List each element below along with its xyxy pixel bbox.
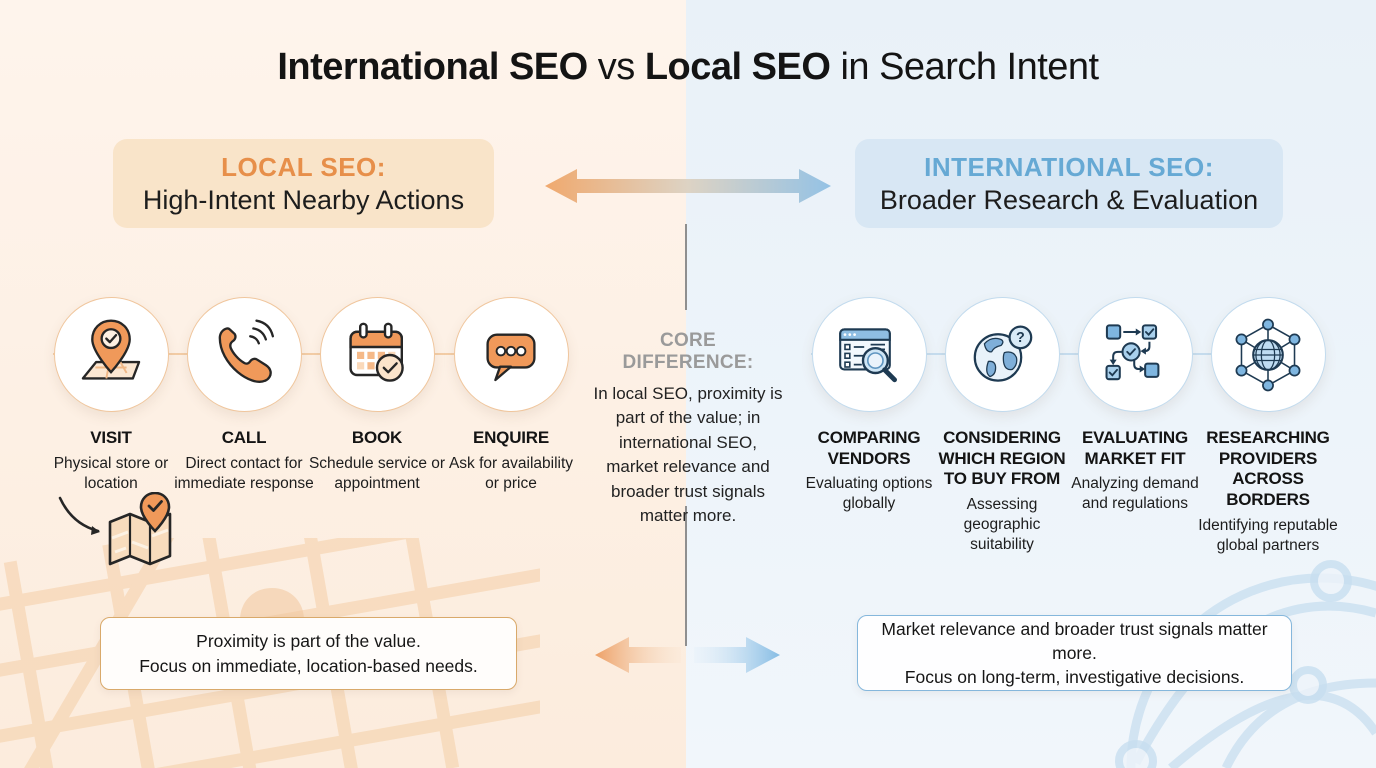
map-pin-icon bbox=[81, 319, 141, 380]
phone-icon bbox=[218, 319, 275, 383]
book-label: BOOK bbox=[351, 428, 403, 447]
chat-bubble-icon bbox=[486, 333, 536, 381]
bidirectional-arrow-icon bbox=[545, 169, 831, 203]
book-description: Schedule service or appointment bbox=[308, 454, 446, 492]
enquire-description: Ask for availability or price bbox=[448, 454, 574, 492]
local-connector-line bbox=[53, 353, 568, 355]
comparing-vendors-circle bbox=[811, 297, 927, 412]
flowchart-icon bbox=[1105, 323, 1160, 380]
comparing-vendors-label: COMPARING VENDORS bbox=[817, 428, 921, 468]
local-summary-line2: Focus on immediate, location-based needs… bbox=[139, 655, 478, 676]
center-divider-bottom bbox=[685, 506, 687, 646]
local-item-enquire: ENQUIRE Ask for availability or price bbox=[441, 297, 581, 493]
enquire-label: ENQUIRE bbox=[472, 428, 550, 447]
international-summary-line1: Market relevance and broader trust signa… bbox=[881, 618, 1268, 663]
globe-question-icon: ? bbox=[973, 324, 1033, 382]
considering-region-label: CONSIDERING WHICH REGION TO BUY FROM bbox=[938, 428, 1066, 489]
title-local-seo: Local SEO bbox=[644, 46, 831, 88]
calendar-check-icon bbox=[349, 322, 404, 382]
local-item-visit: VISIT Physical store or location bbox=[41, 297, 181, 493]
visit-circle bbox=[53, 297, 169, 412]
right-arrow-icon bbox=[694, 637, 780, 673]
international-summary-note: Market relevance and broader trust signa… bbox=[857, 615, 1292, 691]
page-title: International SEO vs Local SEO in Search… bbox=[0, 46, 1376, 89]
international-summary-line2: Focus on long-term, investigative decisi… bbox=[904, 667, 1245, 688]
comparing-vendors-description: Evaluating options globally bbox=[805, 475, 933, 513]
intl-item-researching-providers: RESEARCHING PROVIDERS ACROSS BORDERS Ide… bbox=[1198, 297, 1338, 556]
intl-item-considering-region: ? CONSIDERING WHICH REGION TO BUY FROM A… bbox=[932, 297, 1072, 555]
researching-providers-label: RESEARCHING PROVIDERS ACROSS BORDERS bbox=[1206, 428, 1330, 510]
researching-providers-circle bbox=[1210, 297, 1326, 412]
left-arrow-icon bbox=[595, 637, 681, 673]
visit-label: VISIT bbox=[90, 428, 132, 447]
core-difference-heading: CORE DIFFERENCE: bbox=[622, 330, 754, 373]
international-connector-line bbox=[811, 353, 1325, 355]
local-seo-subheading: High-Intent Nearby Actions bbox=[142, 185, 465, 215]
visit-description: Physical store or location bbox=[53, 454, 169, 492]
book-circle bbox=[319, 297, 435, 412]
call-label: CALL bbox=[221, 428, 267, 447]
researching-providers-description: Identifying reputable global partners bbox=[1198, 516, 1338, 554]
folded-map-doodle-icon bbox=[58, 492, 172, 566]
local-item-call: CALL Direct contact for immediate respon… bbox=[174, 297, 314, 493]
network-globe-icon bbox=[1235, 318, 1301, 391]
title-international-seo: International SEO bbox=[277, 46, 588, 88]
international-seo-heading: INTERNATIONAL SEO: bbox=[924, 152, 1214, 182]
enquire-circle bbox=[453, 297, 569, 412]
title-rest: in Search Intent bbox=[830, 46, 1099, 88]
browser-search-icon bbox=[839, 327, 897, 382]
center-divider-top bbox=[685, 224, 687, 310]
local-seo-heading: LOCAL SEO: bbox=[221, 152, 386, 182]
svg-text:?: ? bbox=[1016, 330, 1025, 346]
core-difference-block: CORE DIFFERENCE: In local SEO, proximity… bbox=[593, 330, 783, 529]
international-seo-subheading: Broader Research & Evaluation bbox=[879, 185, 1259, 215]
local-item-book: BOOK Schedule service or appointment bbox=[307, 297, 447, 493]
evaluating-market-fit-label: EVALUATING MARKET FIT bbox=[1082, 428, 1188, 468]
intl-item-evaluating-market-fit: EVALUATING MARKET FIT Analyzing demand a… bbox=[1065, 297, 1205, 514]
evaluating-market-fit-circle bbox=[1077, 297, 1193, 412]
core-difference-body: In local SEO, proximity is part of the v… bbox=[593, 384, 783, 526]
call-circle bbox=[186, 297, 302, 412]
title-vs: vs bbox=[587, 46, 645, 88]
local-summary-line1: Proximity is part of the value. bbox=[196, 631, 421, 652]
call-description: Direct contact for immediate response bbox=[174, 454, 314, 492]
international-seo-header-badge: INTERNATIONAL SEO: Broader Research & Ev… bbox=[855, 139, 1283, 228]
local-summary-note: Proximity is part of the value. Focus on… bbox=[100, 617, 517, 690]
evaluating-market-fit-description: Analyzing demand and regulations bbox=[1071, 475, 1199, 513]
considering-region-description: Assessing geographic suitability bbox=[963, 496, 1041, 553]
local-seo-header-badge: LOCAL SEO: High-Intent Nearby Actions bbox=[113, 139, 494, 228]
considering-region-circle: ? bbox=[944, 297, 1060, 412]
intl-item-comparing-vendors: COMPARING VENDORS Evaluating options glo… bbox=[799, 297, 939, 514]
